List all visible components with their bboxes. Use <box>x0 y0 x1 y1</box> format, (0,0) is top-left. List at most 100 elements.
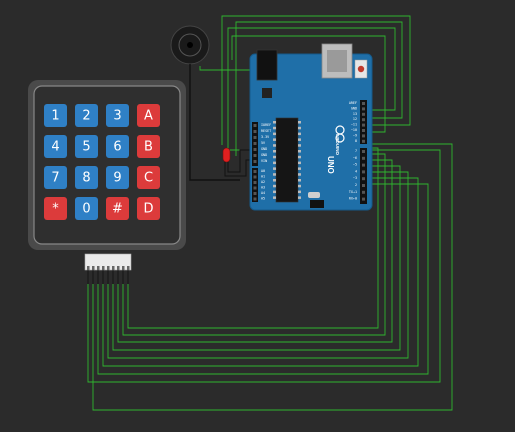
wire-3[interactable] <box>117 159 393 343</box>
key-cap[interactable] <box>106 197 129 220</box>
key-2[interactable]: 2 <box>75 104 98 127</box>
key-label: 5 <box>82 140 90 155</box>
key-4[interactable]: 4 <box>44 135 67 158</box>
key-8[interactable]: 8 <box>75 166 98 189</box>
pin-label: IOREF <box>261 123 271 127</box>
wire-top-1[interactable] <box>227 27 396 151</box>
wire-7[interactable] <box>97 183 429 375</box>
key-cap[interactable] <box>137 135 160 158</box>
wire-6[interactable] <box>102 177 419 367</box>
analog-header[interactable] <box>252 168 258 202</box>
key-label: 4 <box>51 140 59 155</box>
key-label: 0 <box>82 202 90 217</box>
led-leg-cathode <box>227 149 252 173</box>
key-0[interactable]: 0 <box>75 197 98 220</box>
buzzer[interactable] <box>170 25 250 181</box>
infinity-logo-icon <box>335 125 345 143</box>
wire-4[interactable] <box>112 165 401 351</box>
pin-label: A4 <box>261 191 265 195</box>
power-jack[interactable] <box>256 49 278 81</box>
key-cap[interactable] <box>75 197 98 220</box>
wire-outer-1[interactable] <box>87 149 441 383</box>
key-B[interactable]: B <box>137 135 160 158</box>
pin-label: AREF <box>349 101 357 105</box>
header-hole <box>362 129 365 132</box>
key-cap[interactable] <box>44 166 67 189</box>
header-hole <box>362 177 365 181</box>
wire-top-3[interactable] <box>221 15 411 145</box>
key-1[interactable]: 1 <box>44 104 67 127</box>
connector-pin <box>127 266 130 270</box>
key-5[interactable]: 5 <box>75 135 98 158</box>
header-hole <box>253 142 257 145</box>
key-cap[interactable] <box>44 104 67 127</box>
key-label: 3 <box>113 109 121 124</box>
key-cap[interactable] <box>75 135 98 158</box>
key-3[interactable]: 3 <box>106 104 129 127</box>
key-cap[interactable] <box>106 135 129 158</box>
pin-label: GND <box>261 147 267 151</box>
board-model-label: UNO <box>326 156 335 174</box>
key-label: 6 <box>113 140 121 155</box>
pin-label: ~11 <box>351 123 357 127</box>
header-hole <box>253 148 257 151</box>
pin-label: GND <box>351 106 357 110</box>
digital-header-top[interactable] <box>360 100 367 144</box>
led[interactable] <box>222 147 252 177</box>
connector-pin <box>87 266 90 270</box>
wire-8[interactable] <box>92 143 453 411</box>
key-label: 7 <box>51 171 59 186</box>
pin-label: 7 <box>355 149 357 153</box>
header-hole <box>253 192 257 195</box>
key-cap[interactable] <box>106 166 129 189</box>
key-9[interactable]: 9 <box>106 166 129 189</box>
key-cap[interactable] <box>137 104 160 127</box>
key-D[interactable]: D <box>137 197 160 220</box>
header-hole <box>253 197 257 201</box>
connector-pin <box>102 266 105 270</box>
key-cap[interactable] <box>44 197 67 220</box>
wire-5[interactable] <box>107 171 409 359</box>
pin-label: 2 <box>355 183 357 187</box>
chip-pin <box>298 179 301 182</box>
icsp-header <box>310 200 324 208</box>
header-pins <box>253 102 365 201</box>
chip-pin <box>298 126 301 130</box>
pin-label: 3.3V <box>261 135 269 139</box>
chip-pin <box>273 161 276 165</box>
key-cap[interactable] <box>137 166 160 189</box>
key-label: 9 <box>113 171 121 186</box>
key-cap[interactable] <box>106 104 129 127</box>
reset-button[interactable] <box>357 65 365 73</box>
key-star[interactable]: * <box>44 197 67 220</box>
header-hole <box>253 175 257 179</box>
buzzer-lead-green[interactable] <box>199 66 250 71</box>
key-cap[interactable] <box>75 104 98 127</box>
header-hole <box>362 197 365 201</box>
header-hole <box>362 123 365 127</box>
key-cap[interactable] <box>44 135 67 158</box>
key-cap[interactable] <box>137 197 160 220</box>
key-A[interactable]: A <box>137 104 160 127</box>
digital-header-bottom[interactable] <box>360 148 367 204</box>
pin-label: 8 <box>355 139 357 143</box>
key-cap[interactable] <box>75 166 98 189</box>
header-hole <box>362 156 365 160</box>
key-hash[interactable]: # <box>106 197 129 220</box>
keypad-wires[interactable] <box>87 15 453 411</box>
key-7[interactable]: 7 <box>44 166 67 189</box>
led-body[interactable] <box>222 147 231 163</box>
chip-pin <box>273 190 276 194</box>
chip-pin <box>273 138 276 141</box>
wire-2[interactable] <box>122 153 386 336</box>
header-hole <box>362 184 365 187</box>
buzzer-lead-black[interactable] <box>189 64 240 181</box>
pin-label: ~5 <box>353 163 357 167</box>
key-6[interactable]: 6 <box>106 135 129 158</box>
key-C[interactable]: C <box>137 166 160 189</box>
